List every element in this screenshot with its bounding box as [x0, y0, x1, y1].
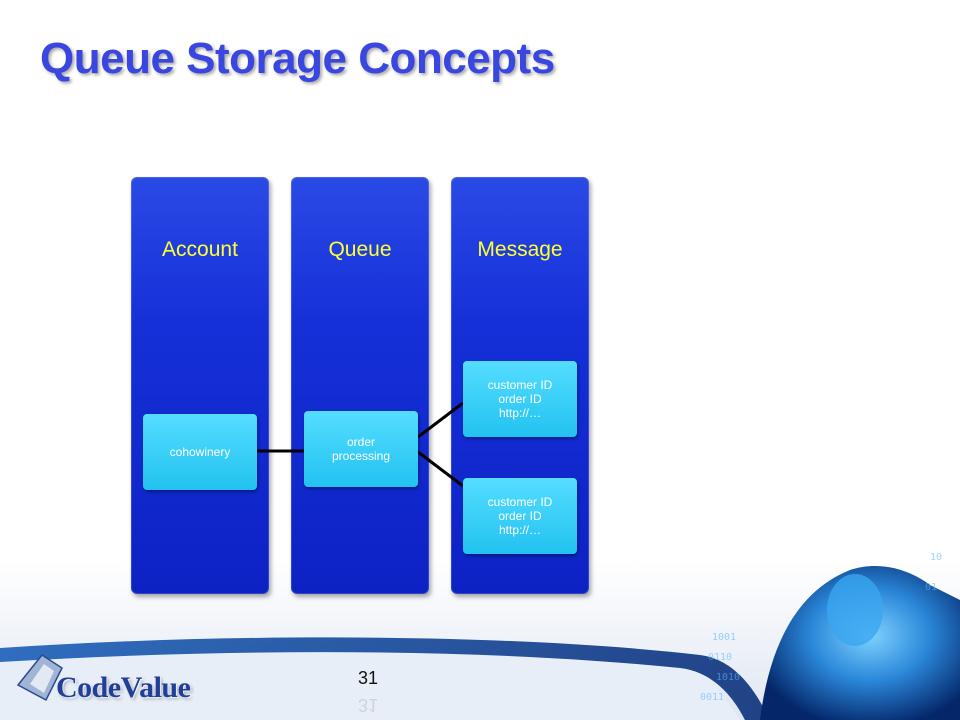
blue-swoosh — [0, 637, 770, 720]
queue-column — [291, 177, 429, 594]
account-column-label: Account — [162, 238, 238, 261]
svg-text:01: 01 — [925, 582, 937, 593]
svg-text:0110: 0110 — [708, 652, 732, 663]
queue-item-box: order processing — [304, 411, 418, 487]
binary-digits: 1001 0110 1010 0011 10 01 — [700, 552, 942, 703]
queue-message-2-connector — [417, 450, 464, 488]
account-column — [131, 177, 269, 594]
floor-band — [0, 644, 740, 720]
slide-title: Queue Storage Concepts — [40, 34, 555, 83]
message-column-label: Message — [477, 238, 563, 261]
slide-number-reflection: 31 — [358, 695, 379, 715]
message-item-box: customer ID order ID http://… — [463, 478, 577, 554]
account-item-box: cohowinery — [143, 414, 257, 490]
message-item-box: customer ID order ID http://… — [463, 361, 577, 437]
svg-text:1001: 1001 — [712, 632, 736, 643]
head-highlight — [827, 574, 883, 646]
svg-text:1010: 1010 — [716, 672, 740, 683]
svg-text:10: 10 — [930, 552, 942, 563]
queue-column-label: Queue — [328, 238, 392, 261]
svg-text:0011: 0011 — [700, 692, 724, 703]
codevalue-logo-icon — [16, 654, 63, 702]
queue-message-1-connector — [417, 401, 464, 439]
slide-number: 31 — [358, 668, 379, 688]
codevalue-logo-text: CodeValue — [56, 671, 191, 704]
